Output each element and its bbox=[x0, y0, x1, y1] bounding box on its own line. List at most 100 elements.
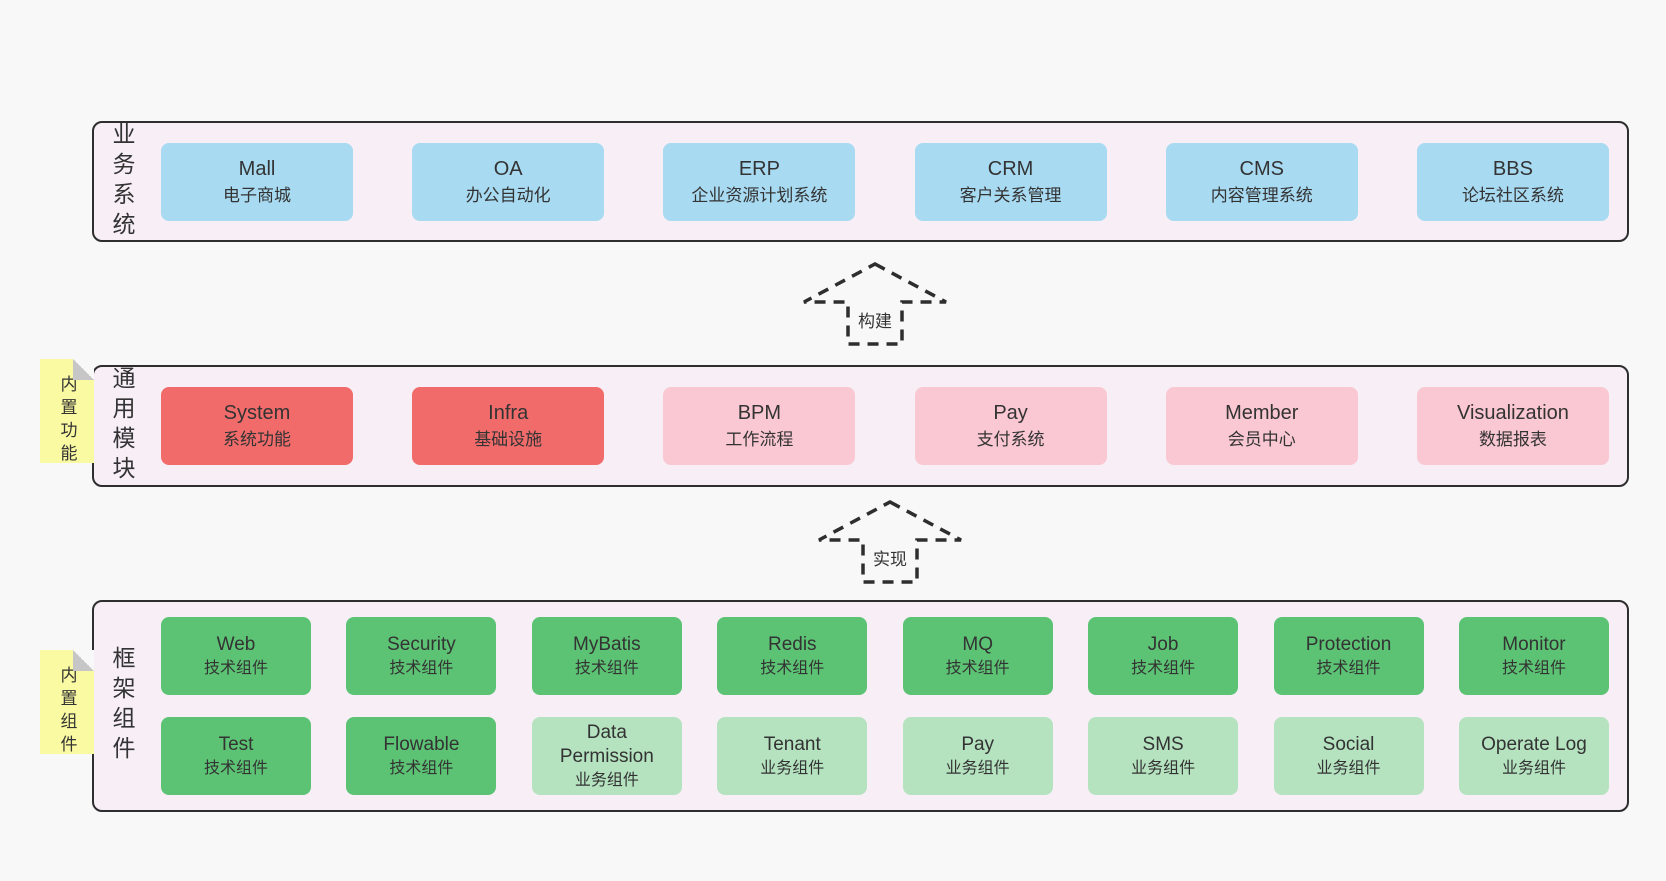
box-title: OA bbox=[493, 157, 523, 180]
box-mall: Mall 电子商城 bbox=[161, 142, 353, 221]
box-subtitle: 技术组件 bbox=[389, 759, 454, 777]
box-test: Test 技术组件 bbox=[161, 717, 311, 795]
box-crm: CRM 客户关系管理 bbox=[914, 142, 1107, 221]
band-modules-content: System 系统功能 Infra 基础设施 BPM 工作流程 Pay 支付系统 Member 会… bbox=[143, 367, 1627, 485]
box-subtitle: 客户关系管理 bbox=[959, 185, 1062, 205]
builtin-components-note-text: 内置组件 bbox=[57, 666, 77, 758]
builtin-components-note: 内置组件 bbox=[40, 650, 94, 758]
box-title: Operate Log bbox=[1481, 734, 1587, 756]
box-title: Flowable bbox=[383, 734, 460, 756]
build-arrow: 构建 bbox=[800, 262, 950, 346]
box-subtitle: 系统功能 bbox=[223, 430, 291, 450]
box-security: Security 技术组件 bbox=[346, 617, 497, 695]
box-subtitle: 会员中心 bbox=[1227, 430, 1296, 450]
box-erp: ERP 企业资源计划系统 bbox=[663, 142, 856, 221]
band-components-label: 框架组件 bbox=[109, 646, 135, 766]
box-title: Infra bbox=[488, 402, 529, 425]
box-subtitle: 技术组件 bbox=[574, 659, 639, 677]
box-job: Job 技术组件 bbox=[1088, 617, 1239, 695]
box-subtitle: 业务组件 bbox=[1501, 759, 1566, 777]
band-framework-components: 内置组件 框架组件 Web 技术组件 Security 技术组件 MyBatis 技术组件… bbox=[40, 600, 1629, 812]
box-subtitle: 数据报表 bbox=[1478, 430, 1547, 450]
box-member: Member 会员中心 bbox=[1165, 387, 1358, 465]
up-arrow-icon bbox=[818, 500, 962, 584]
box-title: BBS bbox=[1492, 157, 1533, 180]
box-pay: Pay 支付系统 bbox=[914, 387, 1107, 465]
band-modules-label: 通用模块 bbox=[109, 366, 135, 486]
box-title: CRM bbox=[987, 157, 1034, 180]
box-subtitle: 技术组件 bbox=[389, 659, 454, 677]
box-subtitle: 内容管理系统 bbox=[1210, 185, 1313, 205]
band-business-content: Mall 电子商城 OA 办公自动化 ERP 企业资源计划系统 CRM 客户关系管理 CMS 内容… bbox=[143, 123, 1627, 240]
box-subtitle: 电子商城 bbox=[223, 185, 291, 205]
box-row: Test 技术组件 Flowable 技术组件 Data Permission 业务组件 T… bbox=[161, 717, 1609, 795]
box-title: MQ bbox=[962, 634, 993, 656]
band-business-label: 业务系统 bbox=[109, 121, 135, 242]
box-web: Web 技术组件 bbox=[161, 617, 311, 695]
box-subtitle: 基础设施 bbox=[474, 430, 543, 450]
box-subtitle: 技术组件 bbox=[203, 759, 268, 777]
box-subtitle: 技术组件 bbox=[945, 659, 1010, 677]
box-row: System 系统功能 Infra 基础设施 BPM 工作流程 Pay 支付系统 Member 会… bbox=[161, 387, 1609, 465]
box-title: Test bbox=[218, 734, 254, 756]
box-title: MyBatis bbox=[573, 634, 641, 656]
box-subtitle: 技术组件 bbox=[1131, 659, 1196, 677]
builtin-features-note-text: 内置功能 bbox=[57, 375, 77, 467]
box-bpm: BPM 工作流程 bbox=[663, 387, 856, 465]
box-subtitle: 技术组件 bbox=[203, 659, 268, 677]
box-title: Social bbox=[1322, 734, 1375, 756]
box-title: Data Permission bbox=[559, 722, 654, 767]
box-title: Security bbox=[387, 634, 456, 656]
up-arrow-icon bbox=[803, 262, 947, 346]
box-sms: SMS 业务组件 bbox=[1088, 717, 1239, 795]
box-title: Web bbox=[216, 634, 256, 656]
box-subtitle: 业务组件 bbox=[1131, 759, 1196, 777]
box-title: System bbox=[223, 402, 291, 425]
box-row: Mall 电子商城 OA 办公自动化 ERP 企业资源计划系统 CRM 客户关系管理 CMS 内容… bbox=[161, 142, 1609, 221]
box-data-permission: Data Permission 业务组件 bbox=[531, 717, 682, 795]
box-subtitle: 业务组件 bbox=[945, 759, 1010, 777]
box-system: System 系统功能 bbox=[161, 387, 353, 465]
box-bbs: BBS 论坛社区系统 bbox=[1416, 142, 1609, 221]
box-social: Social 业务组件 bbox=[1273, 717, 1424, 795]
box-monitor: Monitor 技术组件 bbox=[1458, 617, 1609, 695]
box-flowable: Flowable 技术组件 bbox=[346, 717, 497, 795]
box-subtitle: 技术组件 bbox=[1316, 659, 1381, 677]
box-subtitle: 技术组件 bbox=[1501, 659, 1566, 677]
box-title: Pay bbox=[993, 402, 1028, 425]
box-subtitle: 业务组件 bbox=[1316, 759, 1381, 777]
box-title: ERP bbox=[738, 157, 780, 180]
build-arrow-label: 构建 bbox=[855, 306, 895, 333]
builtin-features-note: 内置功能 bbox=[40, 359, 94, 467]
box-title: Mall bbox=[238, 157, 276, 180]
box-title: CMS bbox=[1239, 157, 1284, 180]
box-subtitle: 论坛社区系统 bbox=[1461, 185, 1564, 205]
box-subtitle: 办公自动化 bbox=[465, 185, 551, 205]
box-title: Monitor bbox=[1502, 634, 1566, 656]
implement-arrow-label: 实现 bbox=[870, 544, 910, 571]
box-title: SMS bbox=[1142, 734, 1184, 756]
implement-arrow: 实现 bbox=[815, 500, 965, 584]
band-common-modules: 内置功能 通用模块 System 系统功能 Infra 基础设施 BPM 工作流程 Pay 支… bbox=[40, 359, 1629, 487]
box-title: Job bbox=[1147, 634, 1179, 656]
box-subtitle: 业务组件 bbox=[574, 771, 639, 789]
box-cms: CMS 内容管理系统 bbox=[1165, 142, 1358, 221]
box-title: Member bbox=[1225, 402, 1299, 425]
box-title: Tenant bbox=[763, 734, 821, 756]
box-operate-log: Operate Log 业务组件 bbox=[1458, 717, 1609, 795]
box-subtitle: 支付系统 bbox=[976, 430, 1045, 450]
box-oa: OA 办公自动化 bbox=[412, 142, 605, 221]
box-infra: Infra 基础设施 bbox=[412, 387, 605, 465]
box-title: BPM bbox=[737, 402, 782, 425]
box-subtitle: 企业资源计划系统 bbox=[691, 185, 828, 205]
box-subtitle: 工作流程 bbox=[725, 430, 794, 450]
box-subtitle: 技术组件 bbox=[760, 659, 825, 677]
box-mybatis: MyBatis 技术组件 bbox=[531, 617, 682, 695]
box-mq: MQ 技术组件 bbox=[902, 617, 1053, 695]
